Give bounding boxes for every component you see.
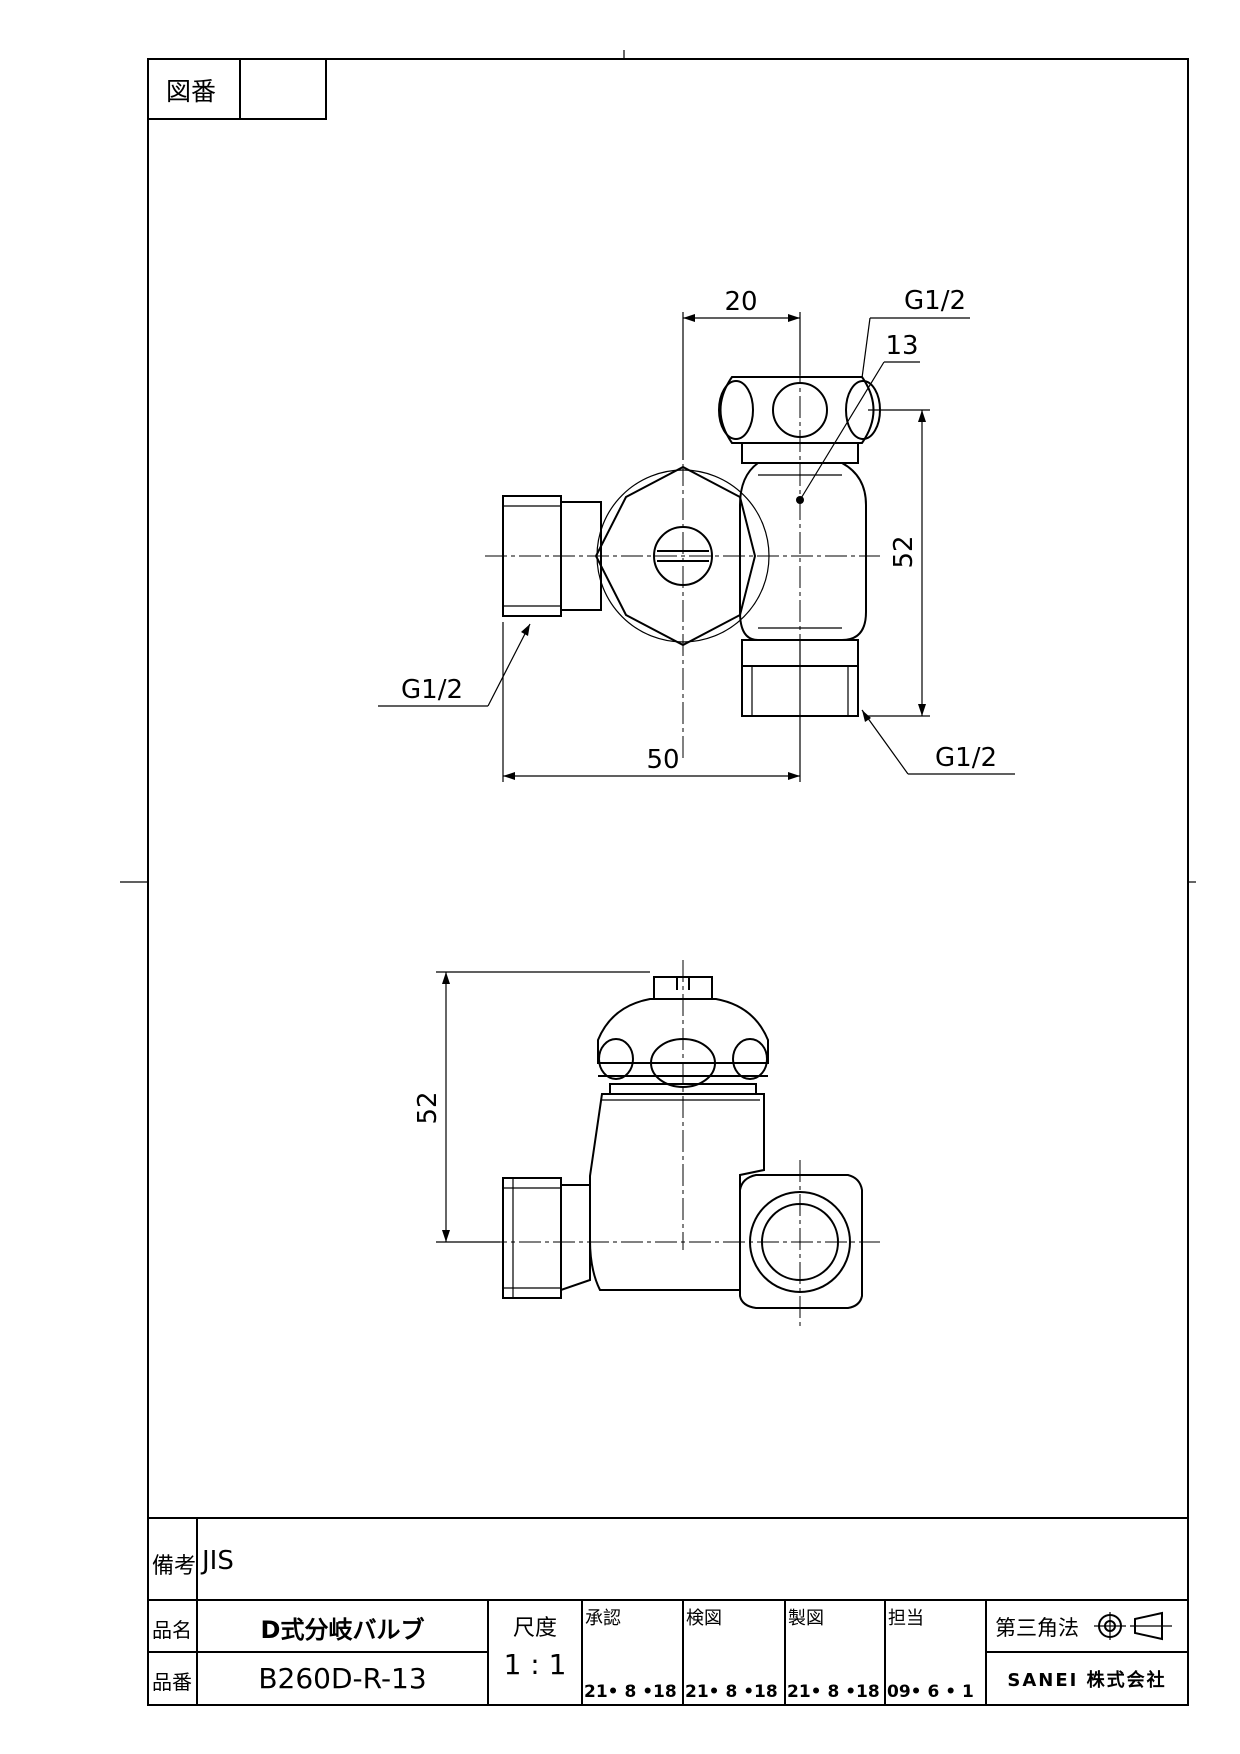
drawing-border: [147, 58, 1189, 1706]
dim-top-width: 20: [724, 287, 757, 317]
dim-top-connection: G1/2: [904, 286, 966, 316]
part-number-label: 品番: [152, 1670, 192, 1694]
drawn-label: 製図: [788, 1608, 824, 1629]
remarks-label: 備考: [152, 1554, 197, 1579]
dim-bottom-length: 50: [646, 745, 679, 775]
name-label: 品名: [152, 1618, 192, 1642]
projection-symbol-icon: [1094, 1611, 1172, 1641]
company-name: SANEI 株式会社: [1007, 1670, 1167, 1691]
approved-label: 承認: [585, 1608, 621, 1629]
dim-front-height: 52: [413, 1091, 443, 1124]
remarks-value: JIS: [202, 1546, 234, 1576]
title-block: [148, 1517, 1188, 1705]
checked-date: 21• 8 •18: [685, 1682, 778, 1702]
dim-top-inner: 13: [885, 331, 918, 361]
charge-label: 担当: [888, 1608, 924, 1629]
scale-value: 1 : 1: [503, 1648, 567, 1681]
approved-date: 21• 8 •18: [584, 1682, 677, 1702]
product-name: D式分岐バルブ: [260, 1616, 425, 1644]
dim-bottom-connection: G1/2: [935, 743, 997, 773]
dim-right-height: 52: [889, 535, 919, 568]
charge-date: 09• 6 • 1: [887, 1682, 974, 1702]
checked-label: 検図: [686, 1608, 722, 1629]
scale-label: 尺度: [512, 1616, 557, 1641]
part-number: B260D-R-13: [258, 1662, 427, 1695]
figure-number-label: 図番: [166, 77, 216, 106]
figure-number-box: [147, 58, 327, 120]
front-view: 52: [413, 960, 880, 1330]
drawn-date: 21• 8 •18: [787, 1682, 880, 1702]
dim-left-connection: G1/2: [401, 675, 463, 705]
projection-label: 第三角法: [995, 1616, 1079, 1640]
top-view: 20 G1/2 13 52 G1/2 50 G1/2: [378, 286, 1015, 782]
